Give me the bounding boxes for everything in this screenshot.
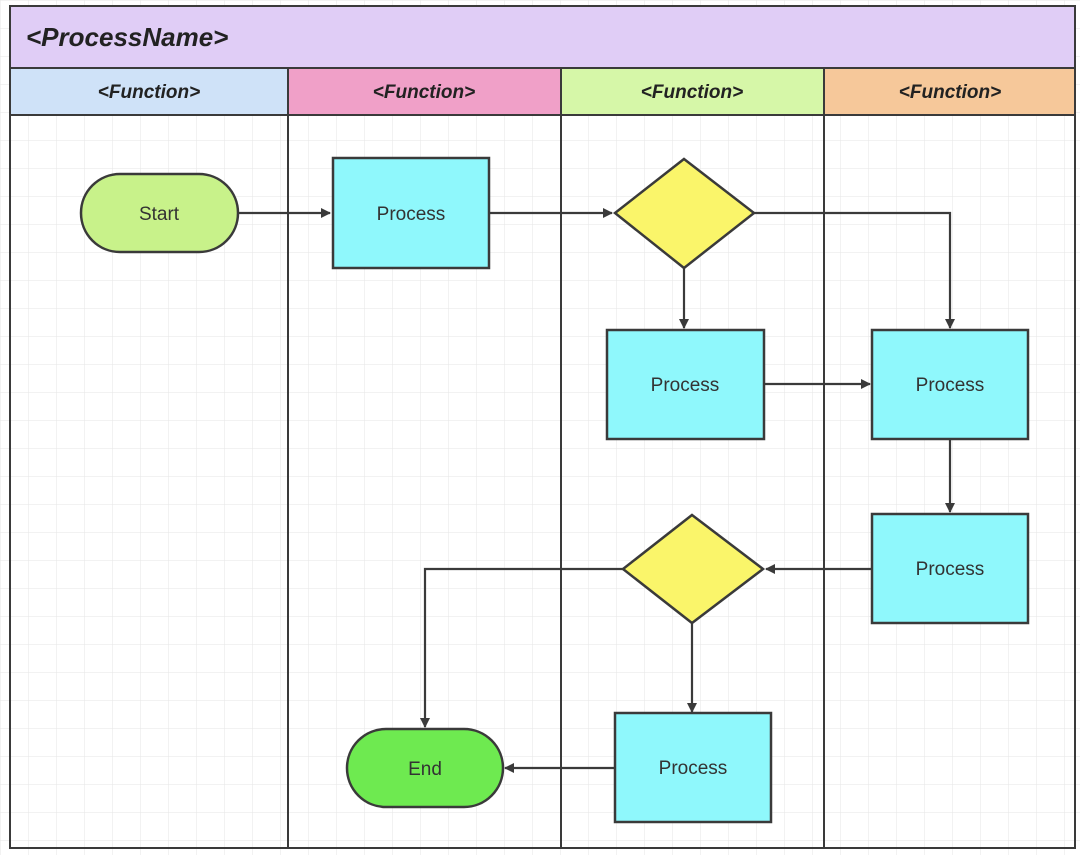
lane-header-1: <Function> <box>9 67 289 116</box>
process-5-label: Process <box>659 758 728 779</box>
lane-header-2-bg <box>287 67 562 116</box>
process-4-shape <box>870 512 1030 625</box>
process-3-label: Process <box>916 375 985 396</box>
node-decision-1 <box>612 157 757 270</box>
process-3-shape <box>870 328 1030 441</box>
node-process-3: Process <box>870 328 1030 441</box>
lane-header-2: <Function> <box>287 67 562 116</box>
process-2-label: Process <box>651 375 720 396</box>
node-end: End <box>345 727 505 809</box>
end-label: End <box>408 759 442 780</box>
lane-header-1-label: <Function> <box>98 82 200 103</box>
process-1-label: Process <box>377 204 446 225</box>
lane-header-3-label: <Function> <box>641 82 743 103</box>
lane-header-4-label: <Function> <box>899 82 1001 103</box>
node-process-2: Process <box>605 328 766 441</box>
title-bar <box>9 5 1076 69</box>
lane-header-2-label: <Function> <box>373 82 475 103</box>
connectors <box>238 208 955 773</box>
process-title: <ProcessName> <box>26 22 228 52</box>
process-5-shape <box>613 711 773 824</box>
edge-d1-to-p3 <box>754 211 955 329</box>
node-decision-2 <box>620 513 766 625</box>
lane-header-3: <Function> <box>560 67 825 116</box>
process-2-shape <box>605 328 766 441</box>
start-label: Start <box>139 204 180 225</box>
end-terminal-shape <box>345 727 505 809</box>
node-process-4: Process <box>870 512 1030 625</box>
process-1-shape <box>331 156 491 270</box>
decision-1-diamond <box>612 157 757 270</box>
lanes-frame <box>9 114 1076 849</box>
lane-header-1-bg <box>9 67 289 116</box>
lane-header-4: <Function> <box>823 67 1076 116</box>
decision-2-diamond <box>620 513 766 625</box>
node-start: Start <box>79 172 240 254</box>
process-4-label: Process <box>916 559 985 580</box>
node-process-5: Process <box>613 711 773 824</box>
edge-d2-to-end <box>420 567 623 728</box>
node-process-1: Process <box>331 156 491 270</box>
start-terminal-shape <box>79 172 240 254</box>
